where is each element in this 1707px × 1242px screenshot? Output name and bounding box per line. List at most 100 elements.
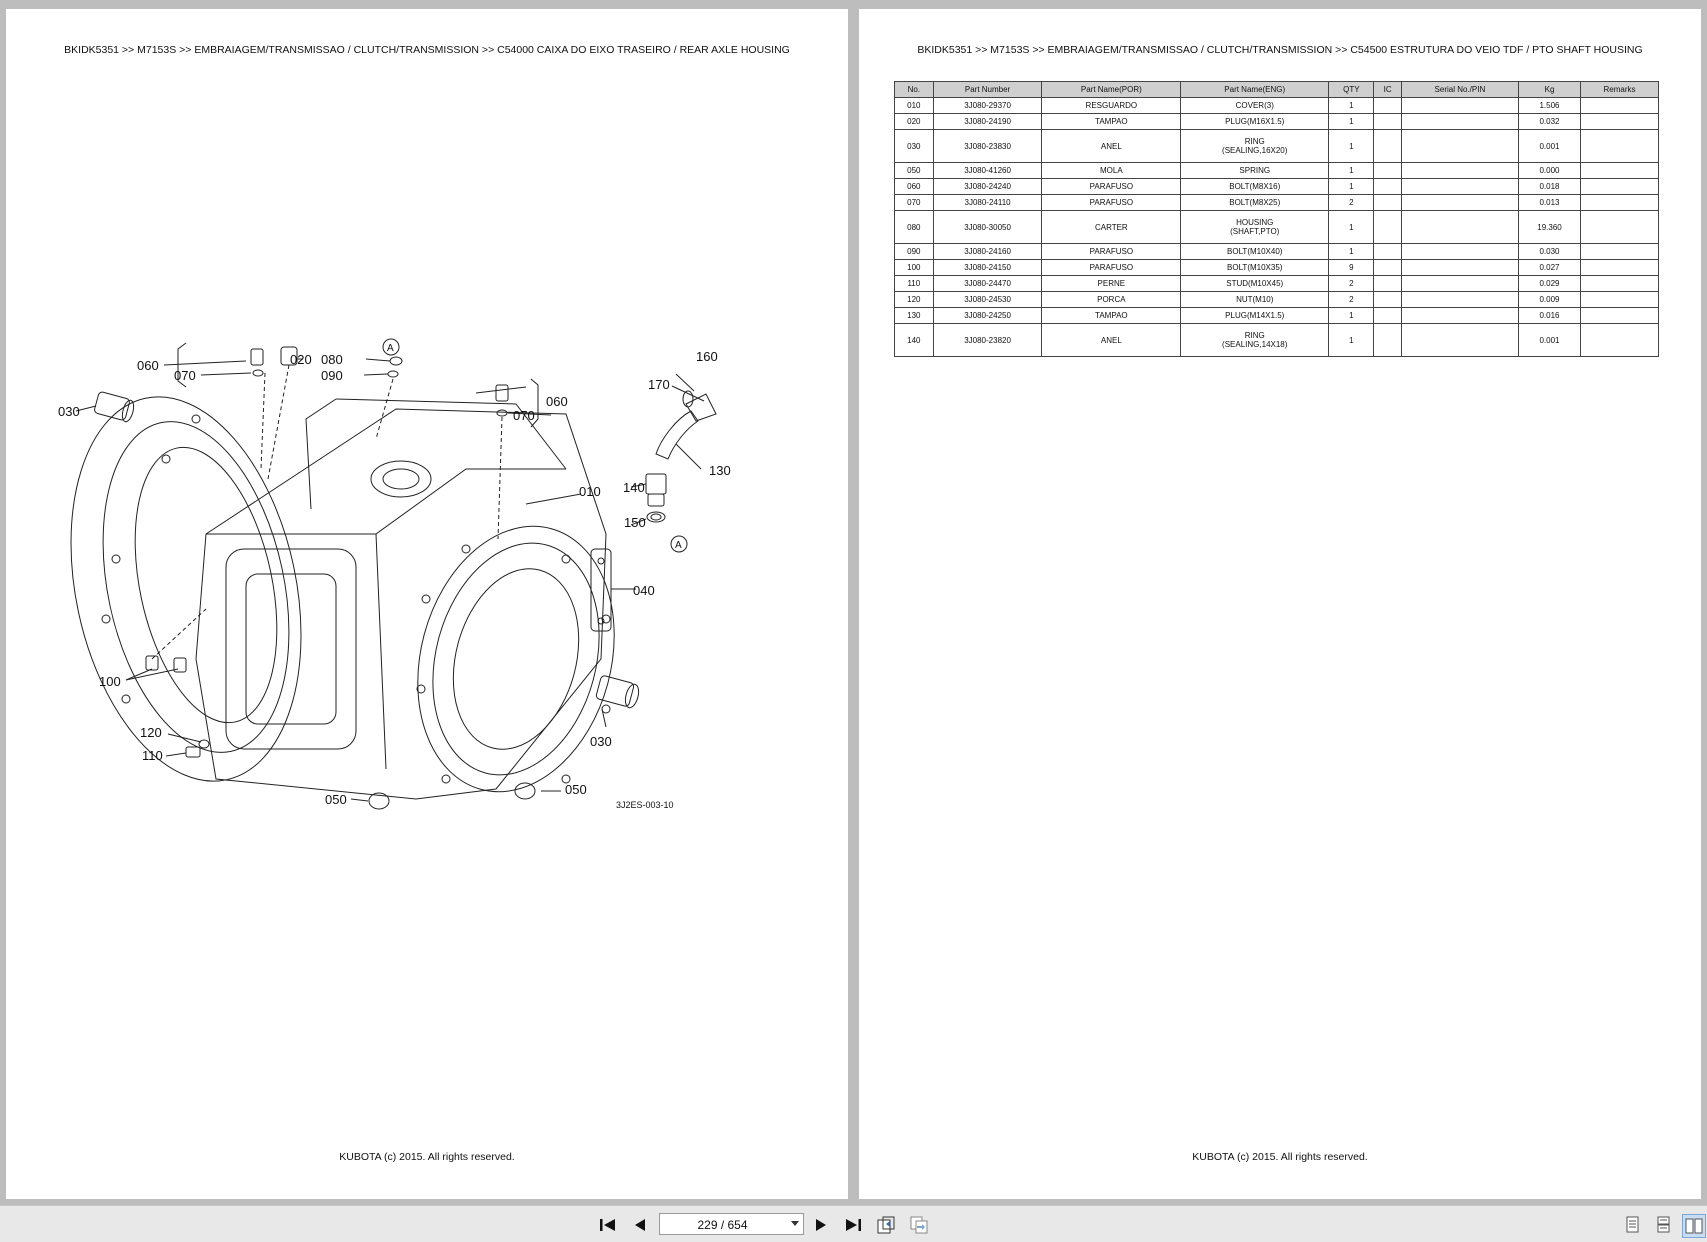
table-cell-serial [1400, 291, 1520, 308]
table-cell-kg: 0.009 [1517, 291, 1582, 308]
table-cell-ic [1373, 259, 1402, 276]
table-cell-eng: STUD(M10X45) [1180, 275, 1330, 292]
callout-020: 020 [290, 352, 312, 367]
callout-060-right: 060 [546, 394, 568, 409]
table-cell-eng: NUT(M10) [1180, 291, 1330, 308]
table-cell-kg: 0.018 [1517, 178, 1582, 195]
single-page-view-icon[interactable] [1622, 1214, 1644, 1236]
cell-line: RING [1244, 137, 1265, 146]
table-cell-por: PORCA [1041, 291, 1182, 308]
table-cell-serial [1400, 243, 1520, 260]
table-cell-remarks [1580, 259, 1659, 276]
table-cell-ic [1373, 243, 1402, 260]
table-cell-no: 070 [894, 194, 934, 211]
table-cell-pn: 3J080-24240 [932, 178, 1043, 195]
last-page-icon[interactable] [842, 1214, 864, 1236]
page-footer: KUBOTA (c) 2015. All rights reserved. [1192, 1151, 1368, 1163]
table-cell-no: 110 [894, 275, 934, 292]
table-cell-serial [1400, 129, 1520, 163]
table-cell-eng: HOUSING(SHAFT,PTO) [1180, 210, 1330, 244]
table-cell-qty: 9 [1328, 259, 1375, 276]
next-page-icon[interactable] [810, 1214, 832, 1236]
copy-icon[interactable] [908, 1214, 930, 1236]
table-cell-eng: SPRING [1180, 162, 1330, 179]
table-cell-kg: 0.013 [1517, 194, 1582, 211]
table-cell-eng: COVER(3) [1180, 97, 1330, 114]
table-cell-pn: 3J080-23820 [932, 323, 1043, 357]
table-cell-eng: BOLT(M10X40) [1180, 243, 1330, 260]
table-cell-ic [1373, 275, 1402, 292]
callout-120: 120 [140, 725, 162, 740]
table-cell-serial [1400, 97, 1520, 114]
chevron-down-icon[interactable] [791, 1221, 799, 1226]
table-cell-pn: 3J080-24110 [932, 194, 1043, 211]
table-cell-por: TAMPAO [1041, 113, 1182, 130]
table-cell-ic [1373, 210, 1402, 244]
column-header: Part Number [932, 81, 1043, 98]
table-cell-ic [1373, 113, 1402, 130]
page-number-input[interactable]: 229 / 654 [659, 1213, 804, 1235]
table-cell-eng: BOLT(M8X25) [1180, 194, 1330, 211]
callout-110: 110 [142, 748, 163, 763]
cell-line: (SEALING,16X20) [1222, 146, 1288, 155]
table-cell-serial [1400, 162, 1520, 179]
right-bell-flange [417, 525, 615, 793]
table-cell-por: ANEL [1041, 129, 1182, 163]
callout-060-left: 060 [137, 358, 159, 373]
callout-a-top: A [387, 343, 394, 354]
table-cell-eng: PLUG(M16X1.5) [1180, 113, 1330, 130]
table-cell-remarks [1580, 307, 1659, 324]
continuous-view-icon[interactable] [1653, 1214, 1675, 1236]
callout-100: 100 [99, 674, 121, 689]
page-header: BKIDK5351 >> M7153S >> EMBRAIAGEM/TRANSM… [64, 44, 790, 56]
table-cell-no: 050 [894, 162, 934, 179]
table-cell-ic [1373, 129, 1402, 163]
table-cell-serial [1400, 307, 1520, 324]
table-cell-no: 080 [894, 210, 934, 244]
left-page: BKIDK5351 >> M7153S >> EMBRAIAGEM/TRANSM… [6, 9, 848, 1199]
callout-090: 090 [321, 368, 343, 383]
table-cell-kg: 0.029 [1517, 275, 1582, 292]
column-header: Remarks [1580, 81, 1659, 98]
table-cell-por: PARAFUSO [1041, 259, 1182, 276]
callout-050-left: 050 [325, 792, 347, 807]
prev-page-icon[interactable] [629, 1214, 651, 1236]
table-cell-no: 130 [894, 307, 934, 324]
table-cell-kg: 0.001 [1517, 129, 1582, 163]
first-page-icon[interactable] [597, 1214, 619, 1236]
table-cell-pn: 3J080-24150 [932, 259, 1043, 276]
table-cell-kg: 0.001 [1517, 323, 1582, 357]
table-cell-por: CARTER [1041, 210, 1182, 244]
table-cell-pn: 3J080-30050 [932, 210, 1043, 244]
callout-030-right: 030 [590, 734, 612, 749]
table-cell-no: 020 [894, 113, 934, 130]
table-cell-pn: 3J080-24160 [932, 243, 1043, 260]
two-page-view-icon[interactable] [1682, 1214, 1706, 1238]
callout-160: 160 [696, 349, 718, 364]
column-header: Kg [1517, 81, 1582, 98]
table-cell-kg: 0.016 [1517, 307, 1582, 324]
table-cell-qty: 1 [1328, 129, 1375, 163]
callout-070-right: 070 [513, 408, 535, 423]
table-cell-no: 060 [894, 178, 934, 195]
diagram-code: 3J2ES-003-10 [616, 800, 674, 810]
page-footer: KUBOTA (c) 2015. All rights reserved. [339, 1151, 515, 1163]
callout-150: 150 [624, 515, 646, 530]
table-cell-eng: RING(SEALING,14X18) [1180, 323, 1330, 357]
table-cell-ic [1373, 307, 1402, 324]
table-cell-no: 100 [894, 259, 934, 276]
callout-140: 140 [623, 480, 645, 495]
table-cell-remarks [1580, 162, 1659, 179]
rotate-icon[interactable] [875, 1214, 897, 1236]
table-cell-remarks [1580, 194, 1659, 211]
table-cell-qty: 1 [1328, 307, 1375, 324]
table-cell-por: PARAFUSO [1041, 194, 1182, 211]
